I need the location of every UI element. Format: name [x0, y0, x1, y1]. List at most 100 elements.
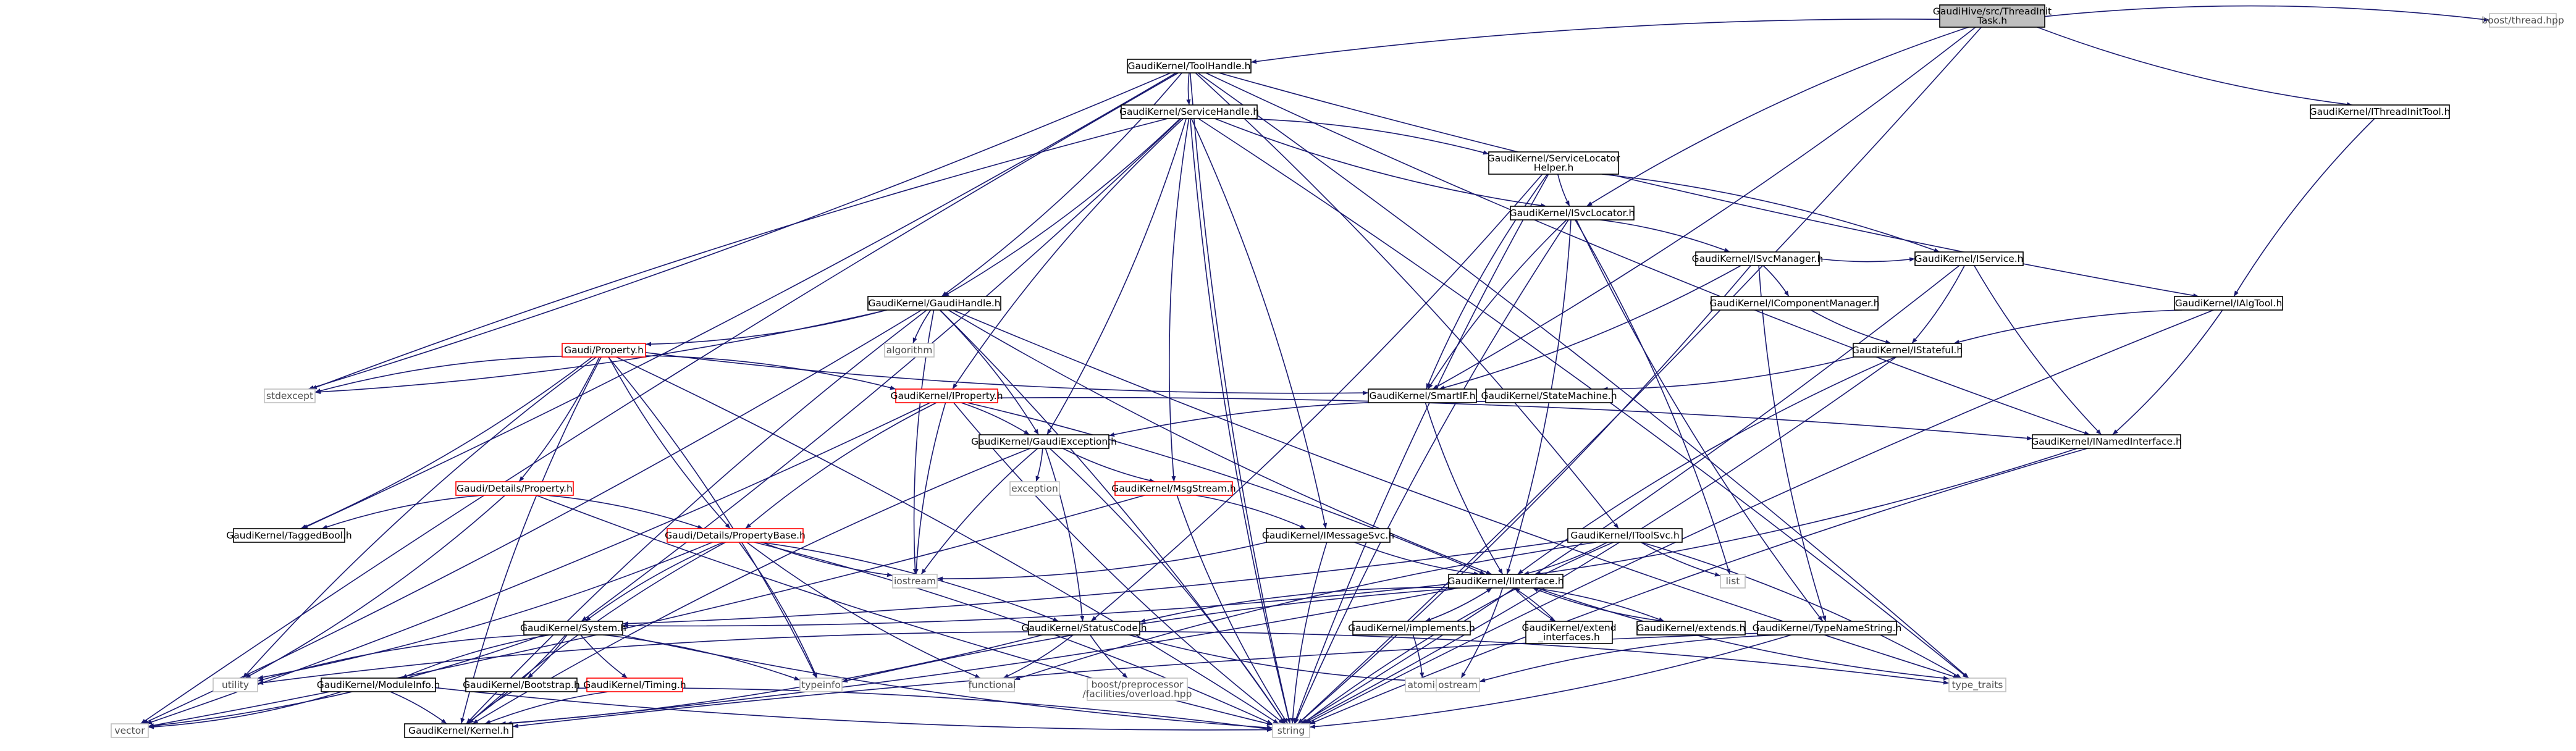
- edge-timing-to-kernel: [484, 691, 609, 724]
- node-box: [1914, 251, 2024, 266]
- edge-statuscode-to-ostream: [1129, 634, 1437, 684]
- node-iinterface[interactable]: GaudiKernel/IInterface.h: [1447, 574, 1564, 589]
- node-label: GaudiKernel/SmartIF.h: [1369, 390, 1475, 401]
- node-box: [111, 723, 149, 738]
- edge-isvclocator-to-list: [1575, 219, 1731, 575]
- node-box: [523, 621, 623, 636]
- node-extend_interfaces[interactable]: GaudiKernel/extend_interfaces.h: [1522, 621, 1617, 644]
- node-box: [1488, 151, 1619, 175]
- edge-typenamestring-to-string: [1309, 634, 1792, 729]
- edge-inamedinterface-to-iinterface: [1534, 448, 2077, 576]
- node-label: boost/thread.hpp: [2481, 15, 2564, 26]
- edge-iinterface-to-type_traits: [1536, 587, 1950, 681]
- node-label: GaudiKernel/IComponentManager.h: [1709, 298, 1879, 309]
- node-timing[interactable]: GaudiKernel/Timing.h: [583, 678, 686, 692]
- node-bootstrap[interactable]: GaudiKernel/Bootstrap.h: [463, 678, 580, 692]
- node-iproperty[interactable]: GaudiKernel/IProperty.h: [890, 388, 1003, 403]
- node-toolhandle[interactable]: GaudiKernel/ToolHandle.h: [1127, 59, 1252, 73]
- edge-system-to-vector: [148, 634, 544, 728]
- edge-iinterface-to-ostream: [1460, 587, 1504, 679]
- edge-iproperty-to-inamedinterface: [997, 396, 2033, 441]
- edge-statuscode-to-type_traits: [1139, 631, 1950, 685]
- node-label: GaudiKernel/INamedInterface.h: [2031, 436, 2182, 447]
- edge-extends-to-iinterface: [1532, 587, 1665, 622]
- node-box: [1948, 678, 2006, 692]
- node-ostream: ostream: [1436, 678, 1480, 692]
- edge-gproperty-to-utility: [242, 356, 597, 679]
- edge-gproperty-to-iproperty: [645, 355, 896, 390]
- edge-gaudihandle-to-stdexcept: [314, 309, 888, 395]
- node-moduleinfo[interactable]: GaudiKernel/ModuleInfo.h: [317, 678, 440, 692]
- edge-system-to-moduleinfo: [401, 634, 550, 679]
- node-box: [2489, 13, 2557, 28]
- edge-toolhandle-to-inamedinterface: [1205, 72, 2090, 435]
- node-box: [1510, 206, 1635, 220]
- node-list: list: [1720, 574, 1746, 589]
- edge-toolhandle-to-ialgtool: [1218, 72, 2199, 298]
- edge-istateful-to-string: [1302, 356, 1897, 724]
- node-servicehandle[interactable]: GaudiKernel/ServiceHandle.h: [1119, 104, 1259, 119]
- node-gaudiexception[interactable]: GaudiKernel/GaudiException.h: [971, 434, 1117, 449]
- node-system[interactable]: GaudiKernel/System.h: [520, 621, 626, 636]
- node-taggedbool[interactable]: GaudiKernel/TaggedBool.h: [226, 528, 352, 543]
- node-statuscode[interactable]: GaudiKernel/StatusCode.h: [1021, 621, 1147, 636]
- node-box: [1939, 4, 2045, 28]
- node-label: boost/preprocessor: [1091, 679, 1184, 690]
- node-icomponentmanager[interactable]: GaudiKernel/IComponentManager.h: [1709, 296, 1880, 311]
- edge-servicehandle-to-isvclocator: [1214, 118, 1547, 208]
- node-box: [892, 574, 938, 589]
- node-isvcmanager[interactable]: GaudiKernel/ISvcManager.h: [1692, 251, 1824, 266]
- node-box: [1711, 296, 1879, 311]
- edge-extend_interfaces-to-iinterface: [1513, 587, 1556, 622]
- node-gaudihandle[interactable]: GaudiKernel/GaudiHandle.h: [867, 296, 1001, 311]
- node-statemachine[interactable]: GaudiKernel/StateMachine.h: [1481, 388, 1617, 403]
- edge-ithreadinit-to-ialgtool: [2233, 118, 2375, 297]
- node-label: Gaudi/Details/Property.h: [457, 483, 573, 494]
- node-msgstream[interactable]: GaudiKernel/MsgStream.h: [1111, 481, 1236, 496]
- node-label: GaudiKernel/IProperty.h: [890, 390, 1003, 401]
- node-itoolsvc[interactable]: GaudiKernel/IToolSvc.h: [1567, 528, 1683, 543]
- node-inamedinterface[interactable]: GaudiKernel/INamedInterface.h: [2031, 434, 2182, 449]
- node-string: string: [1272, 723, 1310, 738]
- node-box: [1352, 621, 1471, 636]
- node-label: GaudiKernel/ModuleInfo.h: [317, 679, 440, 690]
- edge-servicehandle-to-stdexcept: [311, 118, 1168, 390]
- node-propertybase[interactable]: Gaudi/Details/PropertyBase.h: [665, 528, 806, 543]
- edge-isvcmanager-to-iservice: [1819, 257, 1916, 262]
- node-label: GaudiKernel/TaggedBool.h: [226, 530, 352, 541]
- node-label: GaudiKernel/ISvcLocator.h: [1510, 208, 1635, 219]
- node-istateful[interactable]: GaudiKernel/IStateful.h: [1852, 343, 1963, 358]
- node-implements[interactable]: GaudiKernel/implements.h: [1348, 621, 1475, 636]
- node-isvclocator[interactable]: GaudiKernel/ISvcLocator.h: [1510, 206, 1635, 220]
- edge-servicehandle-to-msgstream: [1169, 118, 1190, 482]
- node-smartif[interactable]: GaudiKernel/SmartIF.h: [1368, 388, 1477, 403]
- node-iservice[interactable]: GaudiKernel/IService.h: [1914, 251, 2024, 266]
- edge-iproperty-to-propertybase: [745, 402, 937, 529]
- node-label: GaudiHive/src/ThreadInit: [1933, 6, 2052, 17]
- node-gproperty[interactable]: Gaudi/Property.h: [562, 343, 646, 358]
- node-label: ostream: [1438, 679, 1478, 690]
- node-label: Gaudi/Details/PropertyBase.h: [665, 530, 806, 541]
- node-box: [321, 678, 436, 692]
- edge-itoolsvc-to-list: [1641, 542, 1721, 577]
- node-gdetailsproperty[interactable]: Gaudi/Details/Property.h: [455, 481, 574, 496]
- edge-itoolsvc-to-system: [622, 540, 1568, 626]
- edge-msgstream-to-imessagesvc: [1196, 495, 1307, 529]
- node-ithreadinit[interactable]: GaudiKernel/IThreadInitTool.h: [2310, 104, 2451, 119]
- edges-layer: [140, 5, 2490, 732]
- edge-root-to-smartif: [1432, 27, 1976, 390]
- node-label: _interfaces.h: [1538, 632, 1600, 644]
- node-kernel[interactable]: GaudiKernel/Kernel.h: [404, 723, 513, 738]
- node-extends[interactable]: GaudiKernel/extends.h: [1636, 621, 1746, 636]
- node-box: [1087, 678, 1188, 701]
- node-label: GaudiKernel/extend: [1522, 623, 1616, 634]
- node-box: [1028, 621, 1140, 636]
- edge-gaudihandle-to-algorithm: [912, 309, 932, 344]
- node-imessagesvc[interactable]: GaudiKernel/IMessageSvc.h: [1262, 528, 1394, 543]
- edge-gproperty-to-propertybase: [608, 356, 731, 529]
- node-ialgtool[interactable]: GaudiKernel/IAlgTool.h: [2174, 296, 2283, 311]
- node-typenamestring[interactable]: GaudiKernel/TypeNameString.h: [1753, 621, 1902, 636]
- edge-itoolsvc-to-functional: [1014, 542, 1597, 681]
